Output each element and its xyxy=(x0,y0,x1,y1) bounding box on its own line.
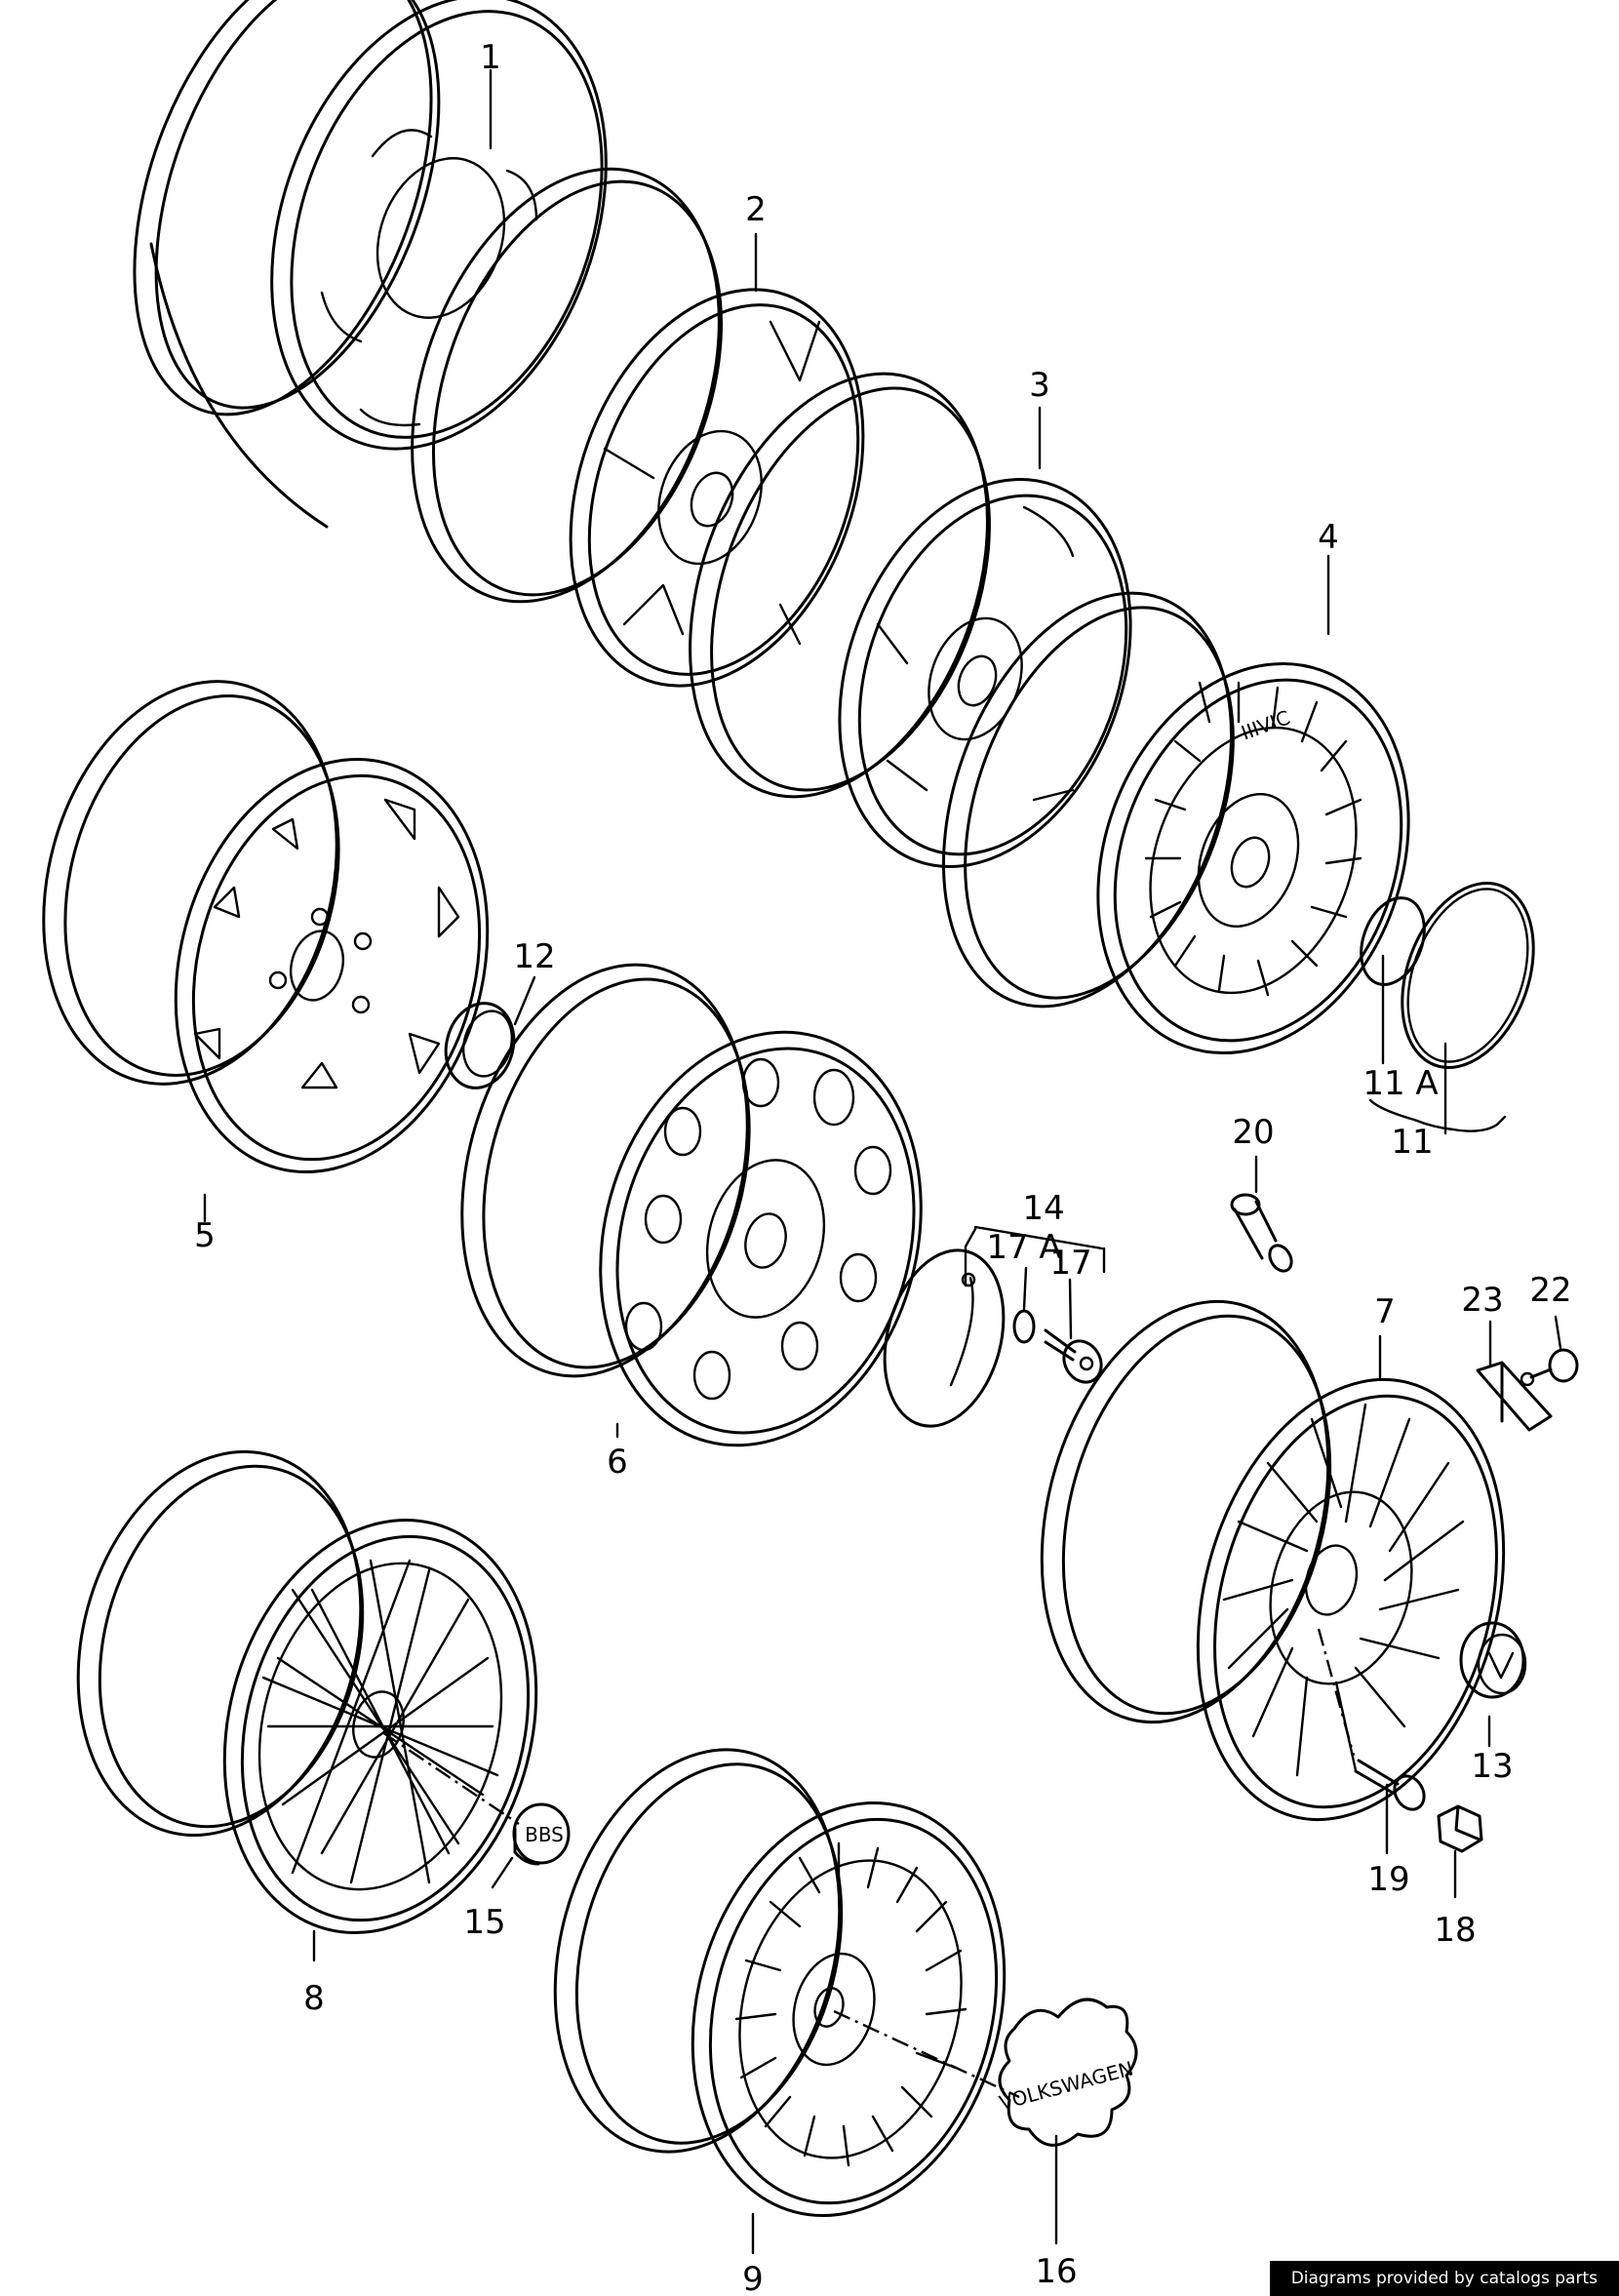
part-labels: 1 2 3 4 5 6 7 8 9 11 11 A 12 13 14 15 16… xyxy=(194,38,1571,2296)
label-20: 20 xyxy=(1232,1113,1274,1152)
label-5: 5 xyxy=(194,1216,216,1255)
label-9: 9 xyxy=(742,2260,764,2296)
label-4: 4 xyxy=(1318,518,1339,557)
label-11: 11 xyxy=(1391,1123,1433,1162)
cap-12[interactable] xyxy=(437,996,523,1096)
cap-16-marking: VOLKSWAGEN xyxy=(997,2056,1136,2115)
cap-15[interactable]: BBS xyxy=(512,1802,571,1866)
wheel-2[interactable] xyxy=(356,126,915,727)
label-16: 16 xyxy=(1035,2252,1077,2291)
wheel-5[interactable] xyxy=(1,649,533,1207)
ring-11a[interactable] xyxy=(1350,890,1436,994)
label-1: 1 xyxy=(480,38,501,77)
bolt-17[interactable] xyxy=(1044,1328,1109,1389)
label-2: 2 xyxy=(745,190,767,229)
cap-13[interactable] xyxy=(1459,1621,1527,1699)
label-6: 6 xyxy=(607,1443,628,1482)
center-cap-14[interactable] xyxy=(866,1237,1022,1440)
wheel-4-marking: IIIVIC xyxy=(1238,705,1292,744)
ring-11[interactable] xyxy=(1378,865,1558,1087)
screw-22[interactable] xyxy=(1520,1348,1579,1387)
washer-17a[interactable] xyxy=(1012,1309,1036,1344)
label-17a: 17 A xyxy=(986,1228,1061,1267)
label-17: 17 xyxy=(1049,1244,1091,1283)
wheel-1[interactable] xyxy=(77,0,665,529)
label-7: 7 xyxy=(1374,1292,1396,1331)
label-3: 3 xyxy=(1029,366,1050,405)
label-12: 12 xyxy=(513,937,555,976)
credit-banner: Diagrams provided by catalogs parts xyxy=(1269,2261,1619,2296)
label-15: 15 xyxy=(463,1903,505,1942)
wheel-8[interactable] xyxy=(37,1420,580,1968)
leader-lines xyxy=(203,68,1562,2255)
cap-15-marking: BBS xyxy=(525,1823,564,1846)
label-22: 22 xyxy=(1529,1271,1571,1310)
label-11a: 11 A xyxy=(1362,1064,1438,1103)
wheel-4[interactable]: IIIVIC xyxy=(890,553,1461,1097)
cap-16[interactable]: VOLKSWAGEN xyxy=(997,1998,1138,2147)
bolt-19[interactable] xyxy=(1354,1759,1430,1815)
assembly-lines xyxy=(381,1628,1356,2099)
label-14: 14 xyxy=(1022,1189,1064,1228)
nut-18[interactable] xyxy=(1437,1804,1483,1853)
label-8: 8 xyxy=(303,1979,325,2018)
wheel-6[interactable] xyxy=(418,932,966,1482)
wheel-7[interactable] xyxy=(998,1269,1551,1854)
wheel-9[interactable] xyxy=(512,1718,1048,2251)
sensor-23[interactable] xyxy=(1476,1361,1553,1432)
valve-20[interactable] xyxy=(1230,1193,1296,1275)
label-13: 13 xyxy=(1471,1747,1513,1786)
wheel-3[interactable] xyxy=(635,333,1181,908)
label-23: 23 xyxy=(1461,1281,1503,1320)
label-19: 19 xyxy=(1367,1860,1409,1899)
label-18: 18 xyxy=(1434,1911,1476,1950)
